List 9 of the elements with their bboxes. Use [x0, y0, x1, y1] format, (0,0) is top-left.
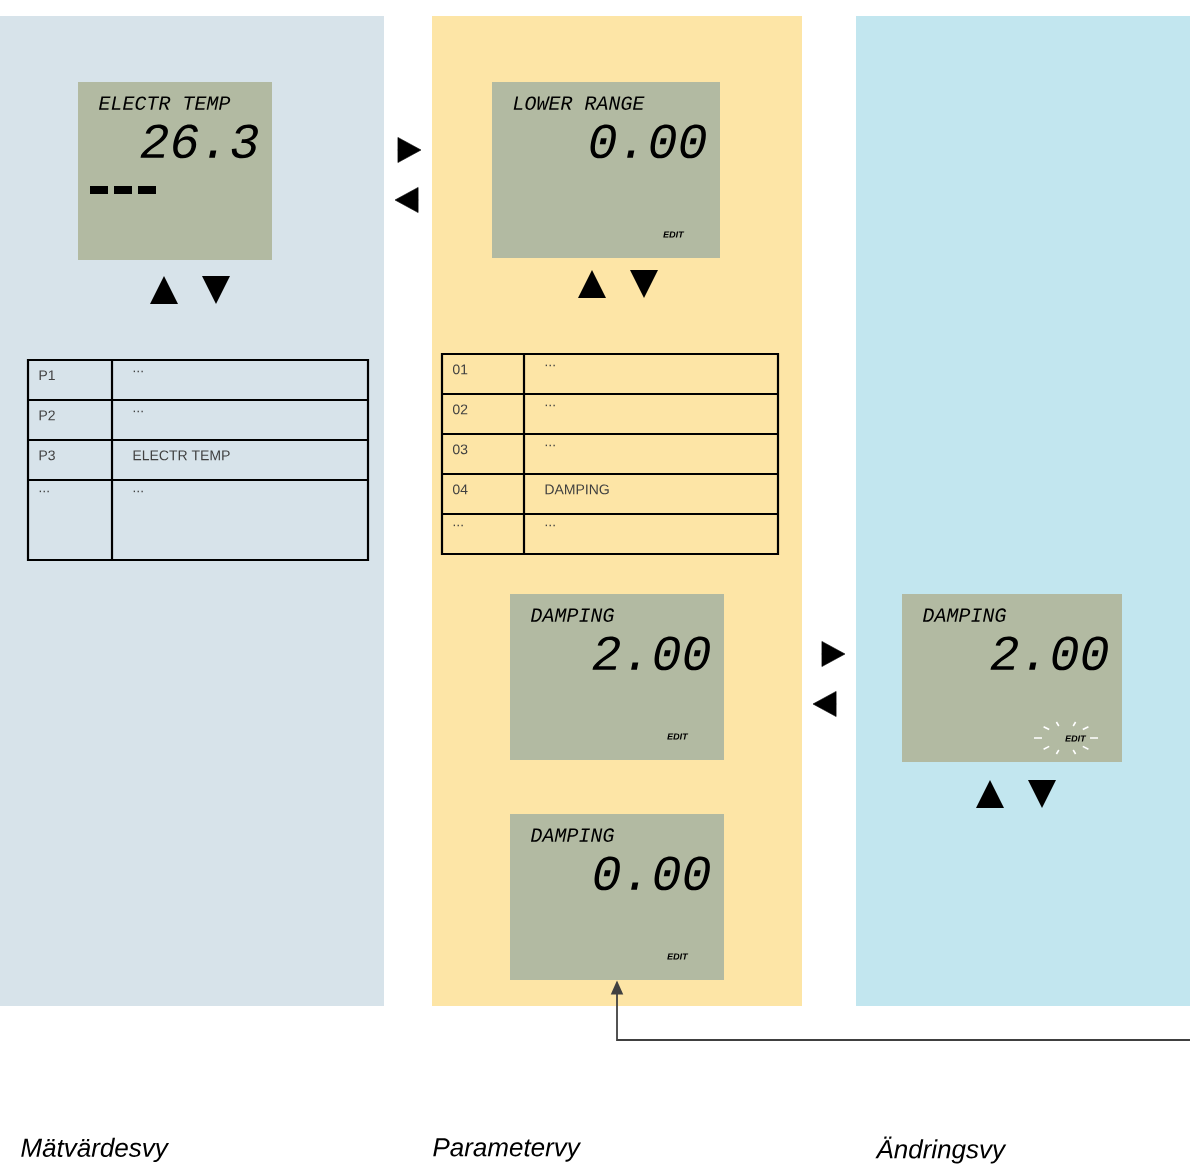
arrow	[394, 187, 419, 213]
view-label: Parametervy	[433, 1138, 582, 1162]
lcd-display: ELECTR TEMP 26.3	[78, 82, 272, 260]
arrow	[397, 137, 422, 163]
view-label: Mätvärdesvy	[21, 1137, 170, 1163]
arrow	[821, 641, 846, 667]
panel	[0, 16, 384, 1006]
view-label: Ändringsvy	[875, 1136, 1007, 1164]
arrow	[812, 691, 837, 717]
